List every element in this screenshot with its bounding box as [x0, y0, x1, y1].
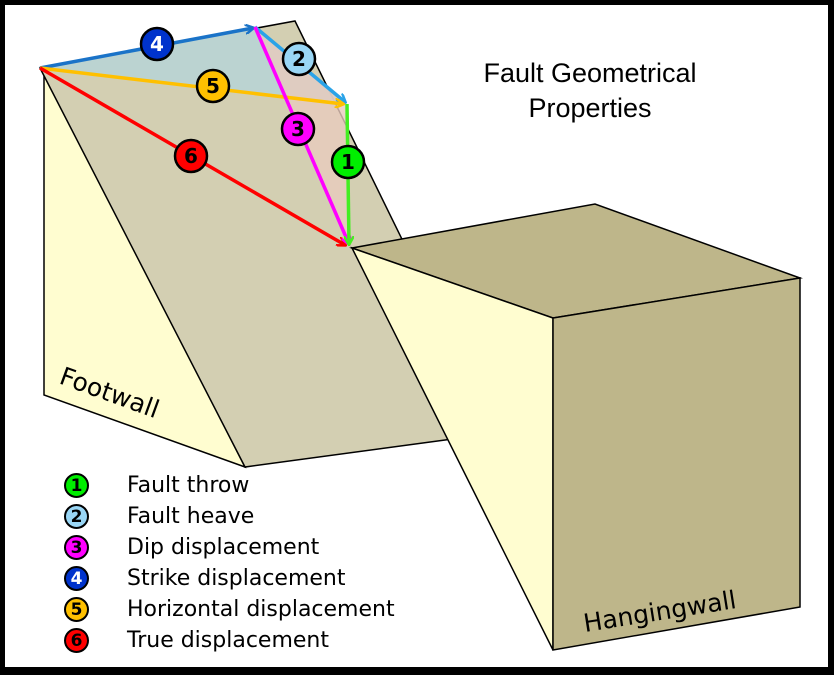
badge-1: 1 — [330, 144, 366, 180]
legend-label: Strike displacement — [127, 566, 346, 591]
diagram-title: Fault Geometrical Properties — [440, 56, 740, 126]
title-line-2: Properties — [528, 93, 652, 123]
badge-6: 6 — [173, 138, 209, 174]
legend-badge-4: 4 — [64, 566, 89, 591]
legend-label: Fault throw — [127, 473, 250, 498]
title-line-1: Fault Geometrical — [483, 58, 697, 88]
vector-5-horizontal-displacement — [39, 66, 343, 104]
badge-2: 2 — [281, 41, 317, 77]
badge-3: 3 — [280, 111, 316, 147]
badge-5-number: 5 — [206, 74, 220, 98]
legend-label: Fault heave — [127, 504, 255, 529]
legend-label: Horizontal displacement — [127, 597, 395, 622]
legend: 1 Fault throw 2 Fault heave 3 Dip displa… — [64, 470, 395, 656]
legend-item-dip-displacement: 3 Dip displacement — [64, 532, 395, 563]
badge-6-number: 6 — [184, 144, 198, 168]
badge-5: 5 — [195, 68, 231, 104]
legend-badge-6: 6 — [64, 628, 89, 653]
legend-item-fault-heave: 2 Fault heave — [64, 501, 395, 532]
legend-badge-5: 5 — [64, 597, 89, 622]
badge-4: 4 — [139, 26, 175, 62]
badge-4-number: 4 — [150, 32, 164, 56]
badge-3-number: 3 — [291, 117, 305, 141]
legend-label: True displacement — [127, 628, 329, 653]
legend-badge-1: 1 — [64, 473, 89, 498]
legend-item-horizontal-displacement: 5 Horizontal displacement — [64, 594, 395, 625]
legend-badge-2: 2 — [64, 504, 89, 529]
badge-1-number: 1 — [341, 150, 355, 174]
badge-2-number: 2 — [292, 47, 306, 71]
legend-item-true-displacement: 6 True displacement — [64, 625, 395, 656]
legend-item-strike-displacement: 4 Strike displacement — [64, 563, 395, 594]
legend-badge-3: 3 — [64, 535, 89, 560]
legend-item-fault-throw: 1 Fault throw — [64, 470, 395, 501]
hangingwall-front-face — [552, 277, 801, 651]
legend-label: Dip displacement — [127, 535, 320, 560]
